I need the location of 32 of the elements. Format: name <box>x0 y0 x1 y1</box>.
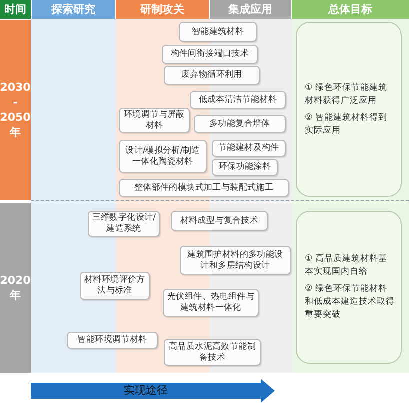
topic-box: 材料成型与复合技术 <box>171 211 268 231</box>
goal-panel <box>296 211 402 364</box>
column-header: 研制攻关 <box>116 0 209 19</box>
time-cell: 2020 年 <box>0 203 31 373</box>
column-header: 探索研究 <box>32 0 115 19</box>
time-cell: 2030 - 2050 年 <box>0 20 31 200</box>
goal-item: ① 高品质建筑材料基本实现国内自给 <box>305 253 388 279</box>
topic-box: 构件间衔接端口技术 <box>162 45 258 64</box>
topic-box: 智能环境调节材料 <box>67 332 158 349</box>
column-header: 总体目标 <box>292 0 409 19</box>
goal-item: ① 绿色环保节能建筑材料获得广泛应用 <box>305 82 388 108</box>
topic-box: 低成本清洁节能材料 <box>190 91 286 109</box>
topic-box: 材料环境评价方法与标准 <box>80 272 150 300</box>
column-header: 时间 <box>0 0 31 19</box>
topic-box: 整体部件的模块式加工与装配式施工 <box>119 179 289 197</box>
topic-box: 设计/模拟分析/制造一体化陶瓷材料 <box>119 140 207 173</box>
topic-box: 建筑围护材料的多功能设计和多层结构设计 <box>180 246 291 275</box>
goal-item: ② 智能建筑材料得到实际应用 <box>305 112 388 138</box>
topic-box: 多功能复合墙体 <box>194 115 286 133</box>
topic-box: 智能建筑材料 <box>179 22 257 42</box>
goal-panel <box>296 22 402 197</box>
arrow-label: 实现途径 <box>123 383 169 399</box>
arrow-banner <box>31 379 275 403</box>
goal-item: ② 绿色环保节能材料和低成本建造技术取得重要突破 <box>305 283 395 322</box>
column-header: 集成应用 <box>210 0 291 19</box>
topic-box: 三维数字化设计/建造系统 <box>88 211 160 237</box>
topic-box: 节能建材及构件 <box>212 140 286 157</box>
topic-box: 光伏组件、热电组件与建筑材料一体化 <box>163 289 259 317</box>
topic-box: 高品质水泥高效节能制备技术 <box>164 339 261 366</box>
topic-box: 环境调节与屏蔽材料 <box>119 108 190 133</box>
topic-box: 废弃物循环利用 <box>164 66 260 85</box>
topic-box: 环保功能涂料 <box>212 159 278 176</box>
